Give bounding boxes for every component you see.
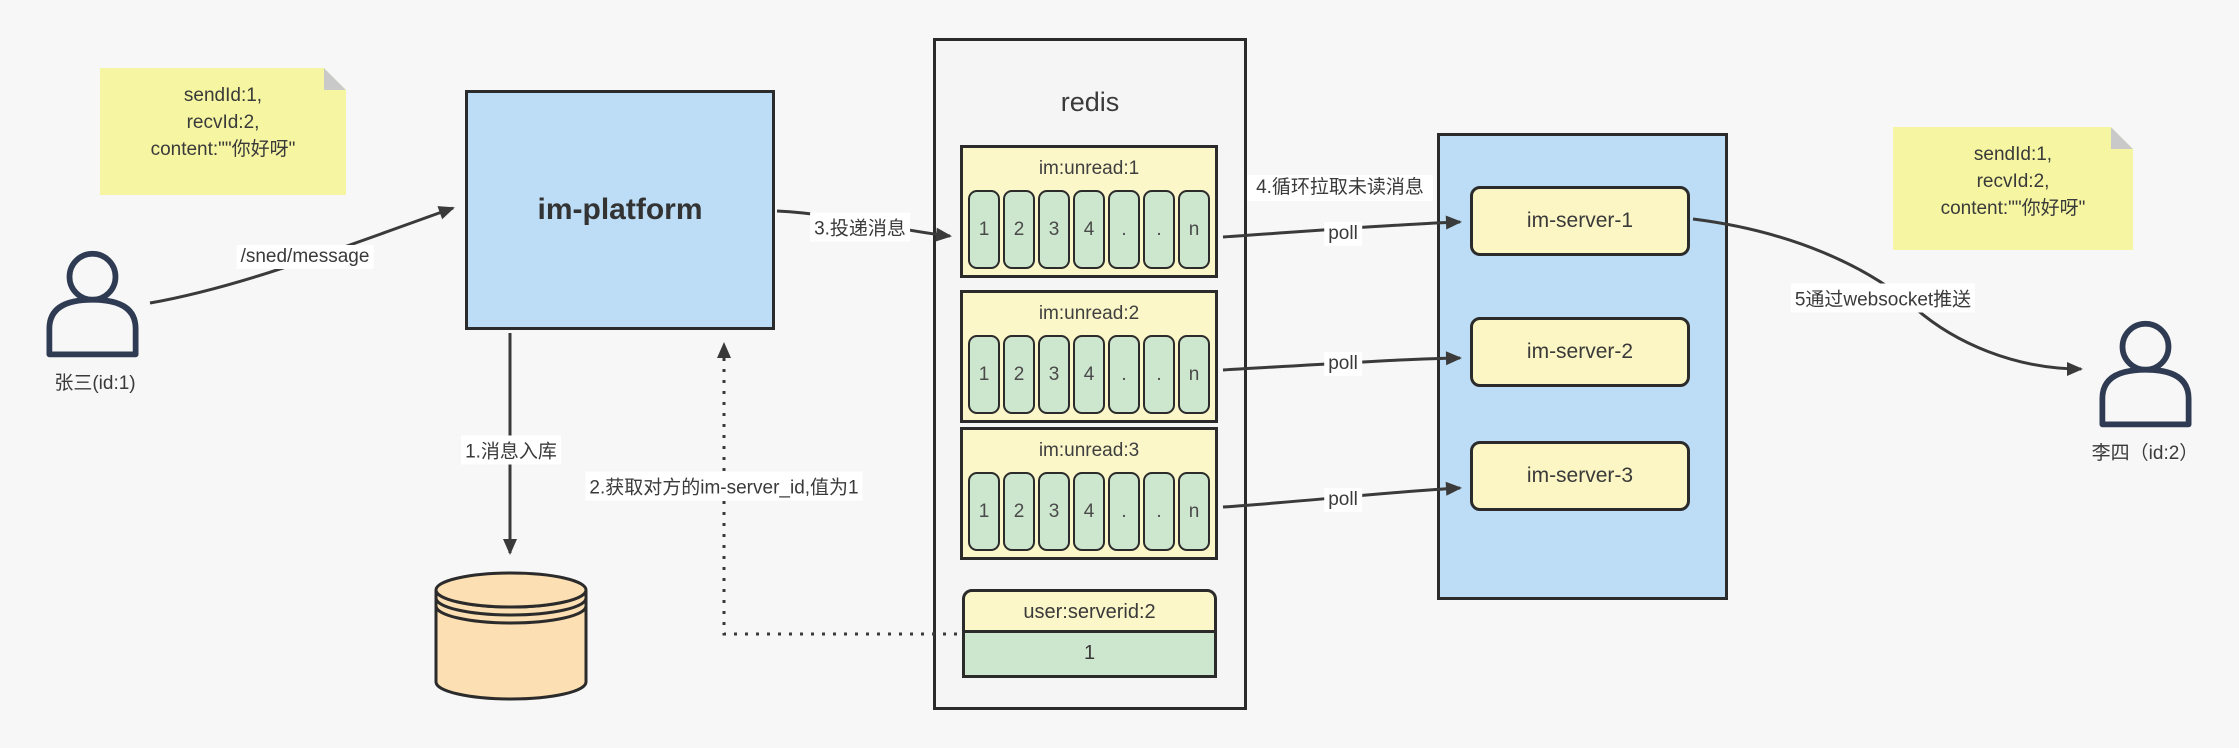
queue-cell: 3 xyxy=(1038,472,1070,551)
queue-cell: 1 xyxy=(968,335,1000,414)
queue-cell: . xyxy=(1143,335,1175,414)
queue-name: im:unread:1 xyxy=(1038,158,1140,179)
queue-cell: 4 xyxy=(1073,190,1105,269)
sticky-note-left: sendId:1, recvId:2, content:""你好呀" xyxy=(100,68,346,195)
edge-step2-label: 2.获取对方的im-server_id,值为1 xyxy=(585,471,863,501)
note-line: content:""你好呀" xyxy=(1940,198,2086,219)
queue-cell: 3 xyxy=(1038,190,1070,269)
im-server-3-label: im-server-3 xyxy=(1526,464,1634,487)
queue-cell: . xyxy=(1143,190,1175,269)
queue-cells: 1 2 3 4 . . n xyxy=(963,335,1215,414)
queue-cell: . xyxy=(1108,190,1140,269)
edge-step1-label: 1.消息入库 xyxy=(461,435,561,465)
note-line: sendId:1, xyxy=(1973,144,2053,165)
queue-cell: 1 xyxy=(968,190,1000,269)
im-server-2-node: im-server-2 xyxy=(1470,317,1690,387)
im-platform-node: im-platform xyxy=(465,90,775,330)
queue-cell: 2 xyxy=(1003,335,1035,414)
user-icon xyxy=(46,250,139,358)
note-left-text: sendId:1, recvId:2, content:""你好呀" xyxy=(100,82,346,163)
im-server-1-label: im-server-1 xyxy=(1526,209,1634,232)
queue-im-unread-1: im:unread:1 1 2 3 4 . . n xyxy=(960,145,1218,278)
actor-sender-label: 张三(id:1) xyxy=(54,373,136,394)
queue-cell: . xyxy=(1143,472,1175,551)
edge-step4-label: 4.循环拉取未读消息 xyxy=(1247,175,1433,201)
queue-cell: 3 xyxy=(1038,335,1070,414)
queue-cell: . xyxy=(1108,472,1140,551)
im-server-3-node: im-server-3 xyxy=(1470,441,1690,511)
actor-receiver-label: 李四（id:2） xyxy=(2091,443,2199,464)
kv-user-serverid: user:serverid:2 1 xyxy=(962,589,1217,678)
queue-im-unread-3: im:unread:3 1 2 3 4 . . n xyxy=(960,427,1218,560)
edge-poll-3-label: poll xyxy=(1324,488,1362,512)
queue-cell: 1 xyxy=(968,472,1000,551)
queue-cell: . xyxy=(1108,335,1140,414)
edge-send-label: /sned/message xyxy=(236,245,374,269)
queue-cell: n xyxy=(1178,472,1210,551)
queue-cell: 4 xyxy=(1073,472,1105,551)
queue-cell: n xyxy=(1178,335,1210,414)
user-icon xyxy=(2099,320,2192,428)
queue-im-unread-2: im:unread:2 1 2 3 4 . . n xyxy=(960,290,1218,423)
database-icon xyxy=(434,571,588,701)
queue-cells: 1 2 3 4 . . n xyxy=(963,190,1215,269)
sticky-note-right: sendId:1, recvId:2, content:""你好呀" xyxy=(1893,127,2133,250)
kv-value: 1 xyxy=(962,633,1217,678)
note-line: sendId:1, xyxy=(183,85,263,106)
queue-cell: 4 xyxy=(1073,335,1105,414)
im-server-1-node: im-server-1 xyxy=(1470,186,1690,256)
queue-cell: 2 xyxy=(1003,472,1035,551)
queue-cell: n xyxy=(1178,190,1210,269)
note-line: recvId:2, xyxy=(186,112,260,133)
edge-step2-dotted-arrow xyxy=(717,342,957,636)
edge-poll-1-label: poll xyxy=(1324,222,1362,246)
queue-cell: 2 xyxy=(1003,190,1035,269)
note-right-text: sendId:1, recvId:2, content:""你好呀" xyxy=(1893,141,2133,222)
queue-name: im:unread:3 xyxy=(1038,440,1140,461)
queue-name: im:unread:2 xyxy=(1038,303,1140,324)
kv-key: user:serverid:2 xyxy=(962,589,1217,633)
edge-step5-label: 5通过websocket推送 xyxy=(1790,283,1976,313)
edge-poll-2-label: poll xyxy=(1324,352,1362,376)
queue-cells: 1 2 3 4 . . n xyxy=(963,472,1215,551)
edge-step3-label: 3.投递消息 xyxy=(810,212,910,242)
note-line: recvId:2, xyxy=(1976,171,2050,192)
im-platform-label: im-platform xyxy=(537,193,703,226)
im-server-2-label: im-server-2 xyxy=(1526,340,1634,363)
note-line: content:""你好呀" xyxy=(150,139,296,160)
redis-title: redis xyxy=(1060,87,1120,117)
